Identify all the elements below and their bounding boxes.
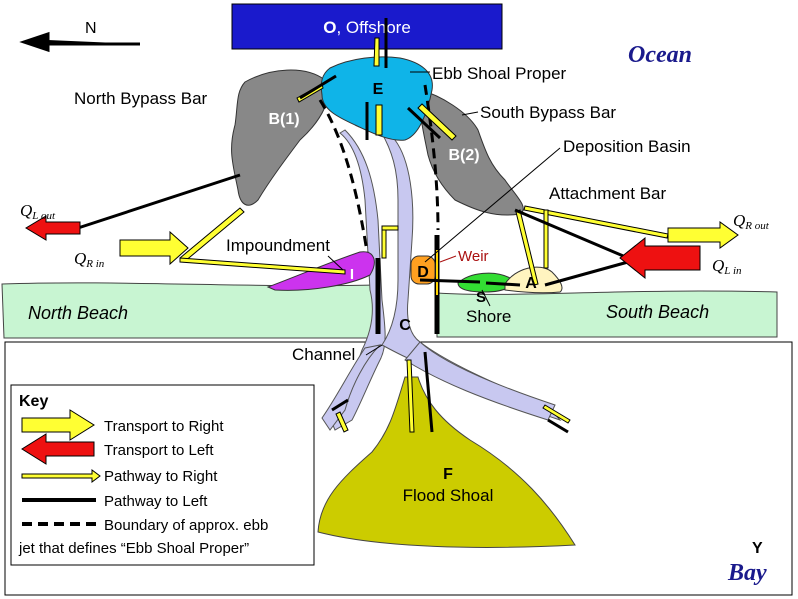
deposition-basin (410, 255, 436, 285)
marker-C: C (399, 317, 411, 334)
marker-I: I (350, 266, 354, 283)
qr-in-label: QR in (74, 249, 105, 270)
bay-letter: Y (752, 540, 763, 557)
channel-leader (365, 344, 383, 356)
flood-shoal (317, 376, 576, 548)
south-beach-label: South Beach (606, 302, 709, 322)
ebb-shoal-label: Ebb Shoal Proper (432, 64, 567, 83)
qr-in-arrow (119, 230, 189, 266)
marker-E: E (373, 81, 384, 98)
impoundment-label: Impoundment (226, 236, 330, 255)
north-bypass-label: North Bypass Bar (74, 89, 208, 108)
north-label: N (85, 20, 97, 37)
weir-leader (439, 255, 457, 263)
marker-B2: B(2) (448, 147, 479, 164)
impoundment-leader (327, 255, 344, 271)
key-transport-right-icon (21, 409, 95, 441)
key-transport-left-icon (21, 433, 95, 465)
deposition-basin-leader (424, 147, 561, 263)
marker-F: F (443, 466, 453, 483)
offshore-box (231, 3, 503, 50)
ocean-label: Ocean (628, 42, 692, 68)
qr-out-arrow (667, 221, 739, 249)
weir-label: Weir (458, 248, 489, 265)
marker-D: D (417, 264, 429, 281)
shore-leader (481, 289, 491, 307)
offshore-label: O, Offshore (323, 18, 411, 37)
key-boundary-line2: jet that defines “Ebb Shoal Proper” (18, 540, 249, 557)
ql-out-arrow (25, 215, 81, 241)
key-item-label: Pathway to Left (104, 493, 208, 510)
ebb-jet-boundary-north (318, 99, 372, 273)
key-pathway-right-icon (21, 469, 101, 483)
key-item-label: Transport to Right (104, 418, 224, 435)
ql-out-label: QL out (20, 201, 56, 222)
key-item-label: Boundary of approx. ebb (104, 517, 268, 534)
marker-S: S (476, 289, 486, 306)
south-bypass-leader (461, 111, 479, 116)
ql-in-label: QL in (712, 256, 742, 277)
south-beach-area (436, 290, 778, 338)
shore-label: Shore (466, 307, 511, 326)
key-title: Key (19, 393, 48, 410)
flood-shoal-label: Flood Shoal (403, 486, 494, 505)
deposition-basin-label: Deposition Basin (563, 137, 691, 156)
pathways-left (77, 18, 629, 434)
ebb-jet-boundary-south (423, 84, 440, 231)
marker-B1: B(1) (268, 111, 299, 128)
north-beach-label: North Beach (28, 303, 128, 323)
bay-label: Bay (727, 560, 767, 586)
north-arrow-icon (19, 31, 140, 53)
marker-A: A (525, 275, 537, 292)
ebb-shoal-proper (320, 56, 433, 141)
ql-in-arrow (619, 236, 701, 280)
key-item-label: Transport to Left (104, 442, 214, 459)
channel-label: Channel (292, 345, 355, 364)
attachment-bar-label: Attachment Bar (549, 184, 667, 203)
key-legend: Key Transport to Right Transport to Left… (10, 384, 315, 566)
qr-out-label: QR out (733, 211, 770, 232)
pathways-right (179, 37, 669, 433)
key-item-label: Pathway to Right (104, 468, 218, 485)
south-bypass-label: South Bypass Bar (480, 103, 616, 122)
